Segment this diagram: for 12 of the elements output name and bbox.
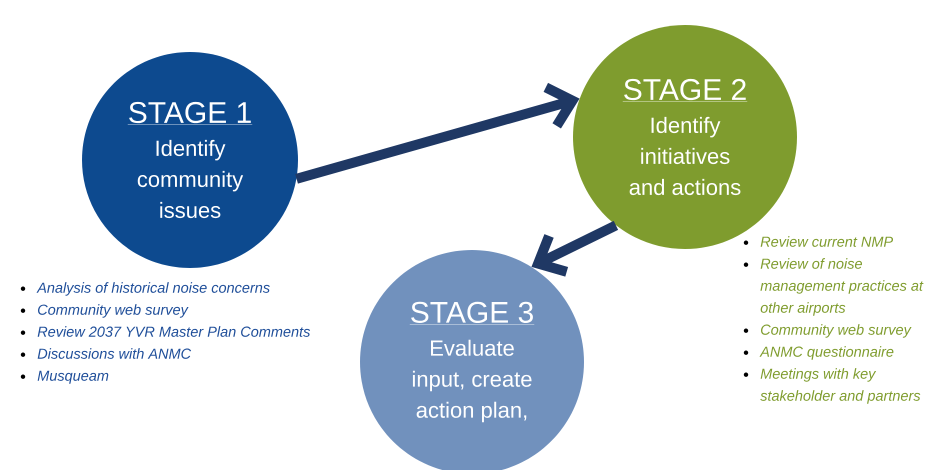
node-label: Community web survey: [38, 304, 189, 318]
node-label: Discussions with ANMC: [38, 348, 192, 359]
node-label: Musqueam: [38, 370, 108, 384]
arrow: [531, 220, 618, 277]
node-label: Community web survey: [761, 324, 912, 338]
node-label: ANMC questionnaire: [759, 346, 894, 360]
arrow: [295, 82, 580, 184]
node-label: Analysis of historical noise concerns: [36, 282, 270, 296]
bullet-list: Analysis of historical noise concerns Community web survey Review 2037 YVR Master Plan Comments Discussions with ANMC Musqueam: [20, 282, 310, 384]
node-label: Review of noise management practices at other airports: [760, 258, 924, 316]
node-label: Review 2037 YVR Master Plan Comments: [38, 326, 310, 337]
node-label: Meetings with key stakeholder and partners: [760, 368, 920, 404]
